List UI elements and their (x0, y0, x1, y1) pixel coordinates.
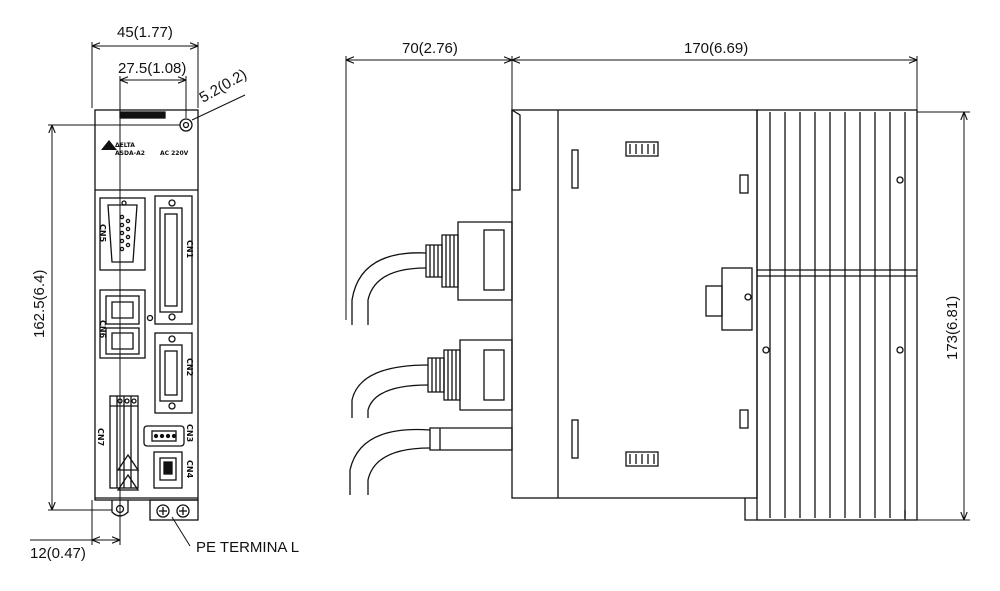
heatsink (756, 109, 918, 521)
front-dimension-lines (30, 42, 246, 547)
dim-depth-body: 170(6.69) (684, 40, 748, 57)
brand-text: ΔELTA (115, 142, 135, 149)
cn4-label: CN4 (185, 460, 194, 479)
cn2-label: CN2 (185, 358, 194, 376)
cn2-frame (154, 332, 193, 414)
cn5-label: CN5 (98, 224, 107, 243)
dim-corner: 5.2(0.2) (197, 66, 250, 107)
cn5-frame (99, 197, 146, 271)
front-housing (94, 109, 199, 501)
front-view (94, 109, 199, 521)
cn4-usb (153, 451, 183, 489)
cn1-frame (154, 195, 193, 325)
dim-foot: 12(0.47) (30, 545, 86, 562)
dim-width-inner: 27.5(1.08) (118, 60, 186, 77)
cn3-connector (143, 425, 185, 447)
side-dimension-lines (345, 56, 970, 521)
top-vent-bar (119, 111, 166, 119)
dim-depth-front: 70(2.76) (402, 40, 458, 57)
cn6-label: CN6 (98, 320, 107, 339)
dim-width-overall: 45(1.77) (117, 24, 173, 41)
cable-connector-3 (429, 427, 513, 451)
voltage-label: AC 220V (160, 150, 189, 157)
brand-logo (101, 140, 117, 150)
side-housing (511, 109, 758, 499)
cn1-label: CN1 (185, 240, 194, 259)
cn3-label: CN3 (185, 424, 194, 442)
cn6-frame (99, 289, 146, 359)
pe-terminal-label: PE TERMINA L (196, 539, 299, 556)
cn7-label: CN7 (96, 428, 105, 446)
side-view (349, 108, 918, 521)
dim-height-front: 162.5(6.4) (31, 270, 48, 338)
dim-height-side: 173(6.81) (944, 296, 961, 360)
model-text: ASDA-A2 (115, 150, 145, 157)
db9-connector (107, 204, 138, 263)
